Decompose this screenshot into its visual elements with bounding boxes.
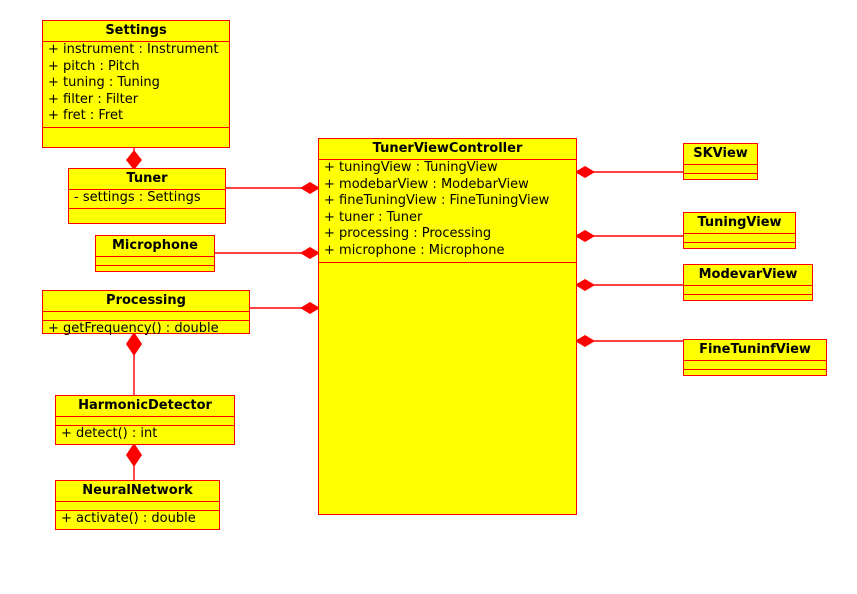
class-box-finetuninfview[interactable]: FineTuninfView	[683, 339, 827, 376]
class-name-tuningview: TuningView	[684, 213, 795, 234]
class-operations-tuner	[69, 209, 225, 218]
relationship-controller-tuningview	[575, 230, 683, 242]
relationship-processing-harmonicdetector	[126, 332, 142, 395]
class-attributes-microphone	[96, 257, 214, 266]
class-attributes-finetuninfview	[684, 361, 826, 370]
relationship-tuner-controller	[226, 182, 320, 194]
class-operations-neuralnetwork: + activate() : double	[56, 511, 219, 528]
class-box-modevarview[interactable]: ModevarView	[683, 264, 813, 301]
attribute-row: + pitch : Pitch	[48, 58, 140, 74]
class-box-skview[interactable]: SKView	[683, 143, 758, 180]
class-name-processing: Processing	[43, 291, 249, 312]
relationship-controller-modevarview	[575, 279, 683, 291]
class-attributes-modevarview	[684, 286, 812, 295]
class-name-settings: Settings	[43, 21, 229, 42]
class-operations-finetuninfview	[684, 370, 826, 379]
attribute-row: + fineTuningView : FineTuningView	[324, 193, 550, 208]
attribute-row: + filter : Filter	[48, 91, 139, 107]
class-box-tuningview[interactable]: TuningView	[683, 212, 796, 249]
class-attributes-harmonicdetector	[56, 417, 234, 426]
attribute-row: + modebarView : ModebarView	[324, 176, 529, 192]
relationship-processing-controller	[250, 302, 320, 314]
attribute-row: + instrument : Instrument	[48, 42, 219, 57]
attribute-row: + tuner : Tuner	[324, 209, 423, 225]
class-name-tuner: Tuner	[69, 169, 225, 190]
relationship-harmonicdetector-neuralnetwork	[126, 443, 142, 480]
class-attributes-tunerviewcontroller: + tuningView : TuningView + modebarView …	[319, 160, 576, 263]
class-name-microphone: Microphone	[96, 236, 214, 257]
class-operations-microphone	[96, 266, 214, 275]
class-name-neuralnetwork: NeuralNetwork	[56, 481, 219, 502]
operation-row: + getFrequency() : double	[48, 321, 219, 336]
class-box-settings[interactable]: Settings + instrument : Instrument + pit…	[42, 20, 230, 148]
attribute-row: + fret : Fret	[48, 108, 124, 123]
relationship-settings-tuner	[126, 148, 142, 170]
attribute-row: + microphone : Microphone	[324, 242, 505, 258]
class-attributes-tuningview	[684, 234, 795, 243]
class-operations-settings	[43, 128, 229, 137]
class-box-neuralnetwork[interactable]: NeuralNetwork + activate() : double	[55, 480, 220, 530]
class-box-harmonicdetector[interactable]: HarmonicDetector + detect() : int	[55, 395, 235, 445]
operation-row: + activate() : double	[61, 511, 196, 526]
class-box-tunerviewcontroller[interactable]: TunerViewController + tuningView : Tunin…	[318, 138, 577, 515]
class-box-processing[interactable]: Processing + getFrequency() : double	[42, 290, 250, 336]
class-name-tunerviewcontroller: TunerViewController	[319, 139, 576, 160]
class-name-finetuninfview: FineTuninfView	[684, 340, 826, 361]
class-operations-modevarview	[684, 295, 812, 304]
class-operations-tunerviewcontroller	[319, 263, 576, 272]
class-operations-skview	[684, 174, 757, 183]
attribute-row: + processing : Processing	[324, 226, 492, 241]
class-box-microphone[interactable]: Microphone	[95, 235, 215, 272]
relationship-microphone-controller	[215, 247, 320, 259]
relationship-controller-finetuninfview	[575, 335, 683, 347]
class-attributes-settings: + instrument : Instrument + pitch : Pitc…	[43, 42, 229, 128]
attribute-row: + tuning : Tuning	[48, 75, 160, 90]
class-attributes-processing	[43, 312, 249, 321]
class-attributes-skview	[684, 165, 757, 174]
class-operations-harmonicdetector: + detect() : int	[56, 426, 234, 443]
attribute-row: + tuningView : TuningView	[324, 160, 498, 175]
attribute-row: - settings : Settings	[74, 190, 201, 205]
class-name-skview: SKView	[684, 144, 757, 165]
class-operations-tuningview	[684, 243, 795, 252]
class-attributes-neuralnetwork	[56, 502, 219, 511]
operation-row: + detect() : int	[61, 426, 158, 441]
class-name-modevarview: ModevarView	[684, 265, 812, 286]
class-operations-processing: + getFrequency() : double	[43, 321, 249, 338]
class-name-harmonicdetector: HarmonicDetector	[56, 396, 234, 417]
class-attributes-tuner: - settings : Settings	[69, 190, 225, 209]
relationship-controller-skview	[575, 166, 683, 178]
class-box-tuner[interactable]: Tuner - settings : Settings	[68, 168, 226, 224]
